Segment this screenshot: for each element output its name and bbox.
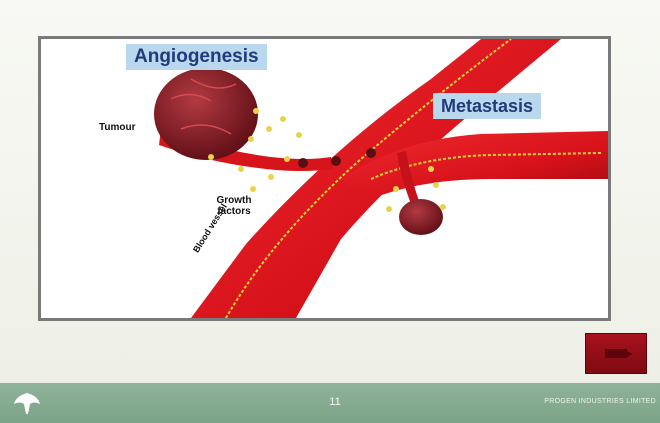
page-number: 11 [320,396,350,408]
footer-bar: 11 PROGEN INDUSTRIES LIMITED [0,383,660,423]
tumour-mass [154,68,258,160]
angiogenesis-illustration [41,39,608,318]
tree-logo-icon [12,390,42,421]
metastasis-label: Metastasis [433,93,541,119]
angiogenesis-label: Angiogenesis [126,44,267,70]
next-slide-button[interactable] [585,333,647,374]
secondary-tumour [399,199,443,235]
tumour-label: Tumour [99,122,135,133]
slide-content: Angiogenesis Metastasis Tumour Growth fa… [0,0,660,383]
illustration-frame: Angiogenesis Metastasis Tumour Growth fa… [38,36,611,321]
company-name: PROGEN INDUSTRIES LIMITED [544,398,656,405]
arrow-right-icon [605,349,627,358]
